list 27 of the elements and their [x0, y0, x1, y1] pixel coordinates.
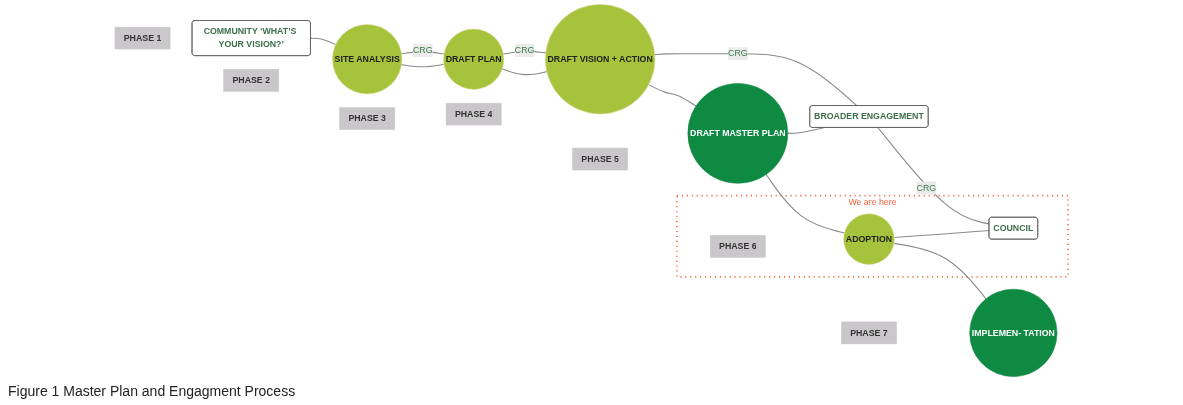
node-box: PHASE 3 — [339, 107, 396, 130]
connector — [893, 242, 987, 300]
edge-label: CRG — [514, 45, 535, 55]
node-box: PHASE 4 — [445, 102, 502, 126]
figure-caption: Figure 1 Master Plan and Engagment Process — [7, 382, 297, 401]
node-circle: SITE ANALYSIS — [332, 24, 403, 95]
connector — [501, 68, 548, 76]
connector — [765, 173, 845, 234]
node-circle: DRAFT PLAN — [443, 28, 505, 90]
connector — [310, 37, 337, 46]
node-box: PHASE 6 — [710, 235, 766, 258]
node-box: PHASE 5 — [572, 147, 628, 171]
edge-label: CRG — [916, 183, 937, 193]
connector — [401, 63, 445, 68]
connector — [877, 127, 990, 225]
edge-label: CRG — [728, 48, 748, 59]
connector — [654, 53, 858, 107]
node-box: PHASE 1 — [114, 26, 171, 50]
node-circle: IMPLEMEN- TATION — [969, 288, 1058, 377]
node-circle: DRAFT MASTER PLAN — [687, 83, 789, 184]
edge-label: CRG — [412, 45, 433, 55]
connector — [893, 230, 990, 238]
node-box: PHASE 2 — [223, 69, 280, 92]
node-box: PHASE 7 — [841, 321, 897, 345]
connector — [648, 84, 697, 107]
node-circle: DRAFT VISION + ACTION — [545, 4, 656, 115]
node-circle: ADOPTION — [843, 213, 895, 265]
